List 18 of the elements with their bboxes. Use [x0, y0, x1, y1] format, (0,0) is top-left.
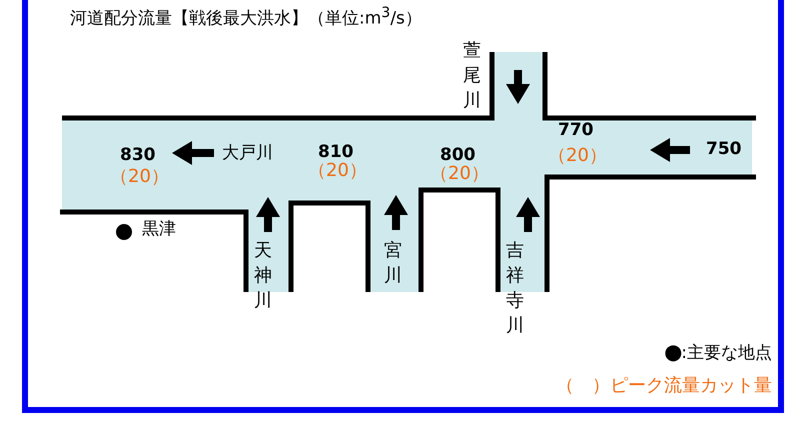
river-name: 吉祥寺川 — [506, 239, 524, 338]
cut-amount: （20） — [110, 167, 169, 187]
river-name: 大戸川 — [222, 144, 273, 163]
place-name: 黒津 — [142, 220, 176, 239]
flow-value: 830 — [120, 146, 156, 165]
river-name: 宮川 — [384, 239, 402, 288]
flow-value: 800 — [440, 146, 476, 165]
legend-text: （ ）ピーク流量カット量 — [556, 376, 772, 396]
cut-amount: （20） — [548, 146, 607, 166]
cut-amount: （20） — [430, 164, 489, 184]
flow-value: 810 — [318, 143, 354, 162]
flow-value: 770 — [558, 121, 594, 140]
legend-text: :主要な地点 — [681, 344, 772, 363]
title: 河道配分流量【戦後最大洪水】（単位:m$^{3}$/s） — [70, 6, 422, 28]
flow-value: 750 — [706, 140, 742, 159]
river-name: 天神川 — [254, 239, 272, 313]
cut-amount: （20） — [308, 161, 367, 181]
river-name: 萱尾川 — [463, 39, 481, 113]
